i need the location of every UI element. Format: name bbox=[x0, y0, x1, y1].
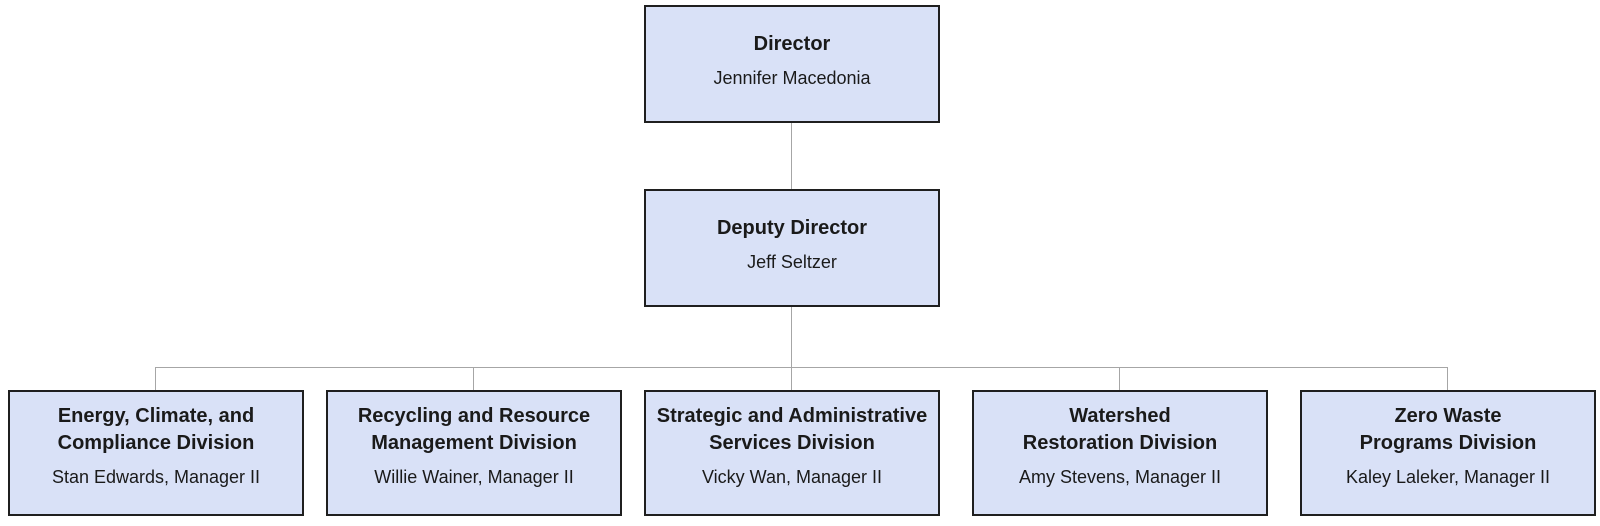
division-manager-name: Stan Edwards, Manager II bbox=[51, 467, 261, 487]
division-title-line2: Compliance Division bbox=[57, 432, 255, 454]
division-manager-name: Willie Wainer, Manager II bbox=[374, 467, 574, 487]
division-title-line2: Restoration Division bbox=[1022, 432, 1218, 454]
connector-drop-energy-climate-compliance bbox=[155, 367, 156, 390]
division-title-line2: Programs Division bbox=[1359, 432, 1537, 454]
deputy-director-title: Deputy Director bbox=[716, 216, 868, 239]
director-title: Director bbox=[753, 32, 831, 55]
org-box-watershed-restoration: Watershed Restoration Division Amy Steve… bbox=[972, 390, 1268, 516]
division-manager-name: Vicky Wan, Manager II bbox=[701, 467, 883, 487]
org-box-recycling-resource-management: Recycling and Resource Management Divisi… bbox=[326, 390, 622, 516]
connector-director-deputy bbox=[791, 123, 792, 189]
division-title-line2: Services Division bbox=[709, 432, 875, 454]
division-title: Recycling and Resource Management Divisi… bbox=[358, 403, 590, 457]
connector-horizontal-rail bbox=[155, 367, 1448, 368]
connector-drop-zero-waste-programs bbox=[1447, 367, 1448, 390]
division-title-line1: Strategic and Administrative bbox=[656, 405, 928, 427]
org-box-deputy-director: Deputy Director Jeff Seltzer bbox=[644, 189, 940, 307]
org-box-director: Director Jennifer Macedonia bbox=[644, 5, 940, 123]
connector-drop-watershed-restoration bbox=[1119, 367, 1120, 390]
director-name: Jennifer Macedonia bbox=[713, 67, 871, 88]
division-title-line2: Management Division bbox=[371, 432, 577, 454]
division-title: Watershed Restoration Division bbox=[1023, 403, 1217, 457]
division-title-line1: Zero Waste bbox=[1394, 405, 1502, 427]
division-title: Strategic and Administrative Services Di… bbox=[657, 403, 927, 457]
division-manager-name: Kaley Laleker, Manager II bbox=[1345, 467, 1551, 487]
org-box-zero-waste-programs: Zero Waste Programs Division Kaley Lalek… bbox=[1300, 390, 1596, 516]
org-box-strategic-administrative-services: Strategic and Administrative Services Di… bbox=[644, 390, 940, 516]
deputy-director-name: Jeff Seltzer bbox=[747, 251, 837, 272]
division-title-line1: Recycling and Resource bbox=[357, 405, 591, 427]
division-title: Energy, Climate, and Compliance Division bbox=[58, 403, 255, 457]
division-manager-name: Amy Stevens, Manager II bbox=[1018, 467, 1222, 487]
connector-deputy-trunk bbox=[791, 307, 792, 367]
connector-drop-recycling-resource-management bbox=[473, 367, 474, 390]
division-title: Zero Waste Programs Division bbox=[1360, 403, 1537, 457]
connector-drop-strategic-administrative-services bbox=[791, 367, 792, 390]
division-title-line1: Watershed bbox=[1069, 405, 1171, 427]
org-box-energy-climate-compliance: Energy, Climate, and Compliance Division… bbox=[8, 390, 304, 516]
division-title-line1: Energy, Climate, and bbox=[57, 405, 255, 427]
